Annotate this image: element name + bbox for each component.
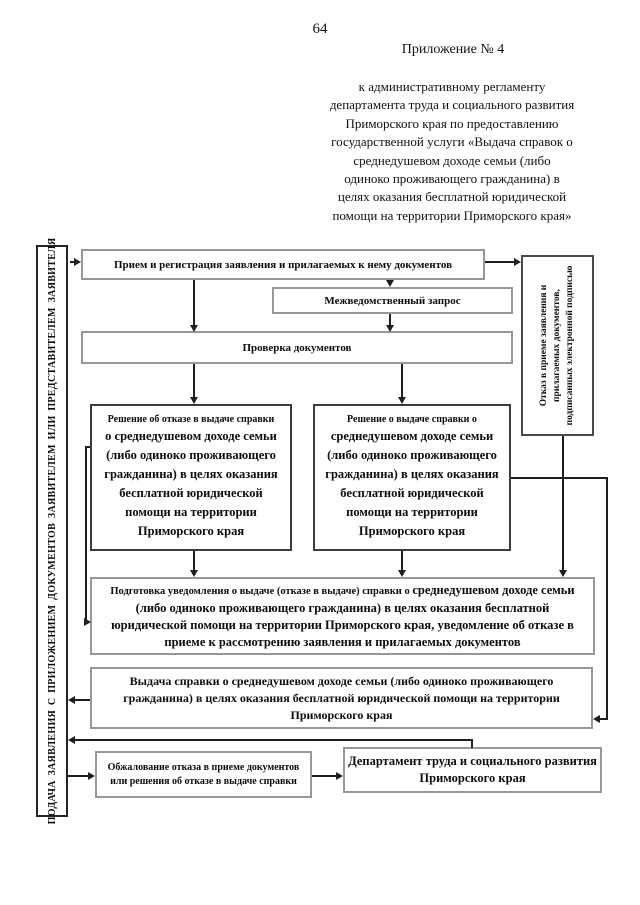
flow-box-document-check: Проверка документов bbox=[81, 331, 513, 364]
connector-acceptance-refusal-to-notification bbox=[562, 436, 564, 571]
appendix-subtitle-line: помощи на территории Приморского края» bbox=[332, 207, 572, 223]
appendix-subtitle-line: государственной услуги «Выдача справок о bbox=[331, 134, 573, 150]
flow-box-issuance: Выдача справки о среднедушевом доходе се… bbox=[90, 667, 593, 729]
arrow-left-bar-lower bbox=[68, 736, 75, 744]
arrow-down-check-left bbox=[190, 325, 198, 332]
flow-box-notification: Подготовка уведомления о выдаче (отказе … bbox=[90, 577, 595, 655]
flow-box-acceptance-refusal: Отказ в приеме заявления и прилагаемых д… bbox=[521, 255, 594, 436]
arrow-down-notification-right bbox=[559, 570, 567, 577]
connector-issue-to-notification bbox=[401, 551, 403, 571]
appendix-subtitle-line: одиноко проживающего гражданина) в bbox=[344, 171, 560, 187]
arrow-right-department bbox=[336, 772, 343, 780]
arrow-left-bar-upper bbox=[68, 696, 75, 704]
connector-bar-to-appeal bbox=[68, 775, 88, 777]
arrow-right-acceptance-refusal bbox=[514, 258, 521, 266]
issue-decision-intro: Решение о выдаче справки о bbox=[347, 414, 477, 425]
department-label: Департамент труда и социального развития… bbox=[348, 754, 597, 785]
connector-reception-to-refusal bbox=[485, 261, 515, 263]
appendix-subtitle: к административному регламенту департаме… bbox=[306, 78, 598, 225]
appendix-title: Приложение № 4 bbox=[401, 42, 505, 57]
appendix-subtitle-line: департамента труда и социального развити… bbox=[329, 97, 575, 113]
connector-issue-into-issuance bbox=[599, 718, 607, 720]
connector-appeal-to-department bbox=[312, 775, 337, 777]
arrow-right-reception bbox=[74, 258, 81, 266]
connector-refusal-down bbox=[85, 446, 87, 623]
reception-label: Прием и регистрация заявления и прилагае… bbox=[113, 258, 453, 271]
arrow-down-notification-mid bbox=[398, 570, 406, 577]
arrow-down-interagency bbox=[386, 280, 394, 287]
issue-decision-body: среднедушевом доходе семьи (либо одиноко… bbox=[325, 429, 499, 538]
appendix-subtitle-line: к административному регламенту bbox=[358, 79, 546, 94]
flow-box-department: Департамент труда и социального развития… bbox=[343, 747, 602, 793]
issuance-label: Выдача справки о среднедушевом доходе се… bbox=[123, 673, 560, 722]
interagency-request-label: Межведомственный запрос bbox=[324, 294, 461, 307]
appendix-subtitle-line: Приморского края по предоставлению bbox=[345, 115, 559, 131]
document-check-label: Проверка документов bbox=[242, 341, 352, 354]
page-number: 64 bbox=[312, 21, 328, 37]
connector-bar-to-reception bbox=[70, 261, 75, 263]
notification-body: среднедушевом доходе семьи (либо одиноко… bbox=[111, 582, 575, 649]
flow-box-appeal: Обжалование отказа в приеме документов и… bbox=[95, 751, 312, 798]
connector-refusal-to-notification bbox=[193, 551, 195, 571]
refusal-decision-intro: Решение об отказе в выдаче справки bbox=[107, 414, 275, 425]
arrow-right-notification bbox=[84, 618, 91, 626]
connector-issue-right bbox=[511, 477, 608, 479]
connector-refusal-stub bbox=[85, 446, 90, 448]
connector-department-stub bbox=[471, 741, 473, 748]
appendix-subtitle-line: среднедушевом доходе семьи (либо bbox=[353, 152, 551, 168]
connector-interagency-to-check bbox=[389, 314, 391, 326]
appeal-label: Обжалование отказа в приеме документов и… bbox=[107, 762, 300, 787]
connector-reception-to-check bbox=[193, 280, 195, 325]
flow-box-issue-decision: Решение о выдаче справки о среднедушевом… bbox=[313, 404, 511, 551]
connector-department-to-bar bbox=[75, 739, 473, 741]
flow-box-reception: Прием и регистрация заявления и прилагае… bbox=[81, 249, 485, 280]
arrow-left-issuance bbox=[593, 715, 600, 723]
arrow-down-refusal-decision bbox=[190, 397, 198, 404]
refusal-decision-body: о среднедушевом доходе семьи (либо одино… bbox=[104, 429, 278, 538]
flow-box-submission-bar: ПОДАЧА ЗАЯВЛЕНИЯ С ПРИЛОЖЕНИЕМ ДОКУМЕНТО… bbox=[36, 237, 68, 825]
notification-intro: Подготовка уведомления о выдаче (отказе … bbox=[110, 585, 413, 597]
submission-bar-label: ПОДАЧА ЗАЯВЛЕНИЯ С ПРИЛОЖЕНИЕМ ДОКУМЕНТО… bbox=[46, 237, 58, 825]
arrow-down-notification-left bbox=[190, 570, 198, 577]
connector-issuance-to-bar bbox=[75, 699, 90, 701]
arrow-down-issue-decision bbox=[398, 397, 406, 404]
appendix-subtitle-line: целях оказания бесплатной юридической bbox=[337, 189, 567, 205]
arrow-right-appeal bbox=[88, 772, 95, 780]
flow-box-refusal-decision: Решение об отказе в выдаче справки о сре… bbox=[90, 404, 292, 551]
connector-check-to-issue-decision bbox=[401, 364, 403, 398]
flow-box-interagency-request: Межведомственный запрос bbox=[272, 287, 513, 314]
acceptance-refusal-label: Отказ в приеме заявления и прилагаемых д… bbox=[539, 265, 575, 426]
arrow-down-check-right bbox=[386, 325, 394, 332]
connector-issue-down bbox=[606, 477, 608, 720]
connector-check-to-refusal-decision bbox=[193, 364, 195, 398]
